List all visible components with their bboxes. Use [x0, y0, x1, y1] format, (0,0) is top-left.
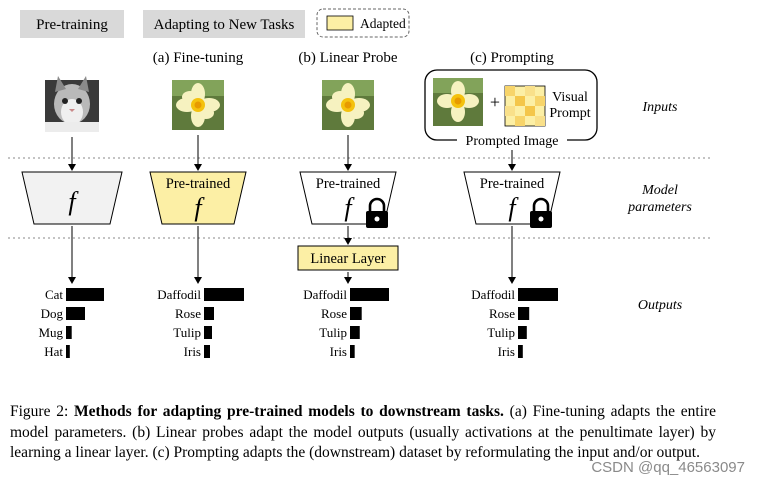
linear-layer-box	[297, 245, 399, 271]
daffodil-image-linear	[322, 80, 374, 130]
output-label: Tulip	[487, 325, 515, 340]
cat-image	[45, 76, 99, 132]
output-bar	[350, 307, 362, 320]
daffodil-image-prompt	[433, 78, 483, 126]
output-bar	[518, 288, 558, 301]
output-label: Iris	[330, 344, 347, 359]
output-label: Iris	[498, 344, 515, 359]
model-pretraining	[21, 171, 123, 225]
plus-sign: +	[490, 92, 500, 112]
caption-body: (a) Fine-tuning adapts the entire model …	[10, 403, 716, 461]
visual-prompt-label-1: Visual	[552, 90, 588, 105]
output-bar	[66, 345, 70, 358]
adapted-swatch	[326, 15, 354, 31]
output-label: Daffodil	[303, 287, 347, 302]
model-f-finetune: f	[194, 193, 205, 222]
model-finetune	[149, 171, 247, 225]
lock-icon-linear	[366, 197, 388, 228]
output-label: Rose	[489, 306, 515, 321]
adapting-tab	[143, 10, 305, 38]
daffodil-image-finetune	[172, 80, 224, 130]
output-bar	[518, 326, 527, 339]
prompted-image-label-bg	[457, 131, 567, 149]
output-bar	[518, 307, 530, 320]
output-bar	[66, 326, 72, 339]
methods-diagram: Pre-training Adapting to New Tasks Adapt…	[8, 8, 712, 359]
row-label-model-1: Model	[641, 183, 678, 198]
linear-layer-label: Linear Layer	[310, 251, 385, 267]
output-bar	[204, 307, 214, 320]
row-label-model-2: parameters	[627, 200, 692, 215]
output-bar	[66, 307, 85, 320]
output-bar	[66, 288, 104, 301]
pretraining-tab	[20, 10, 124, 38]
output-label: Rose	[175, 306, 201, 321]
pretraining-tab-label: Pre-training	[36, 17, 108, 33]
prompted-image-label: Prompted Image	[466, 134, 559, 149]
output-bar	[350, 345, 355, 358]
output-bar	[204, 326, 212, 339]
caption-title: Methods for adapting pre-trained models …	[74, 403, 504, 420]
linear-probe-title: (b) Linear Probe	[298, 50, 397, 66]
output-bar	[204, 288, 244, 301]
model-pretrained-label-prompt: Pre-trained	[480, 176, 545, 192]
output-label: Cat	[45, 287, 63, 302]
model-pretrained-label-finetune: Pre-trained	[166, 176, 231, 192]
legend-box	[316, 8, 410, 38]
model-pretrained-label-linear: Pre-trained	[316, 176, 381, 192]
adapting-tab-label: Adapting to New Tasks	[154, 17, 295, 33]
lock-icon-prompt	[530, 197, 552, 228]
output-label: Iris	[184, 344, 201, 359]
output-label: Daffodil	[157, 287, 201, 302]
output-label: Daffodil	[471, 287, 515, 302]
output-label: Dog	[41, 306, 64, 321]
visual-prompt-label-2: Prompt	[549, 106, 590, 121]
output-label: Rose	[321, 306, 347, 321]
output-label: Tulip	[319, 325, 347, 340]
watermark: CSDN @qq_46563097	[591, 459, 745, 476]
output-bar	[350, 288, 389, 301]
model-f-prompt: f	[508, 193, 519, 222]
figure-caption: Figure 2: Methods for adapting pre-train…	[10, 402, 716, 464]
caption-figure-label: Figure 2:	[10, 403, 75, 420]
legend-adapted-label: Adapted	[360, 16, 406, 31]
finetune-title: (a) Fine-tuning	[153, 50, 244, 66]
prompting-title: (c) Prompting	[470, 50, 554, 66]
output-label: Tulip	[173, 325, 201, 340]
row-label-inputs: Inputs	[642, 100, 679, 115]
visual-prompt-patch	[504, 85, 546, 127]
output-bar	[204, 345, 210, 358]
output-bar	[518, 345, 523, 358]
output-label: Mug	[38, 325, 63, 340]
row-label-outputs: Outputs	[638, 298, 683, 313]
model-f-linear: f	[344, 193, 355, 222]
output-label: Hat	[44, 344, 63, 359]
model-f-pretraining: f	[68, 187, 79, 216]
output-bar	[350, 326, 360, 339]
